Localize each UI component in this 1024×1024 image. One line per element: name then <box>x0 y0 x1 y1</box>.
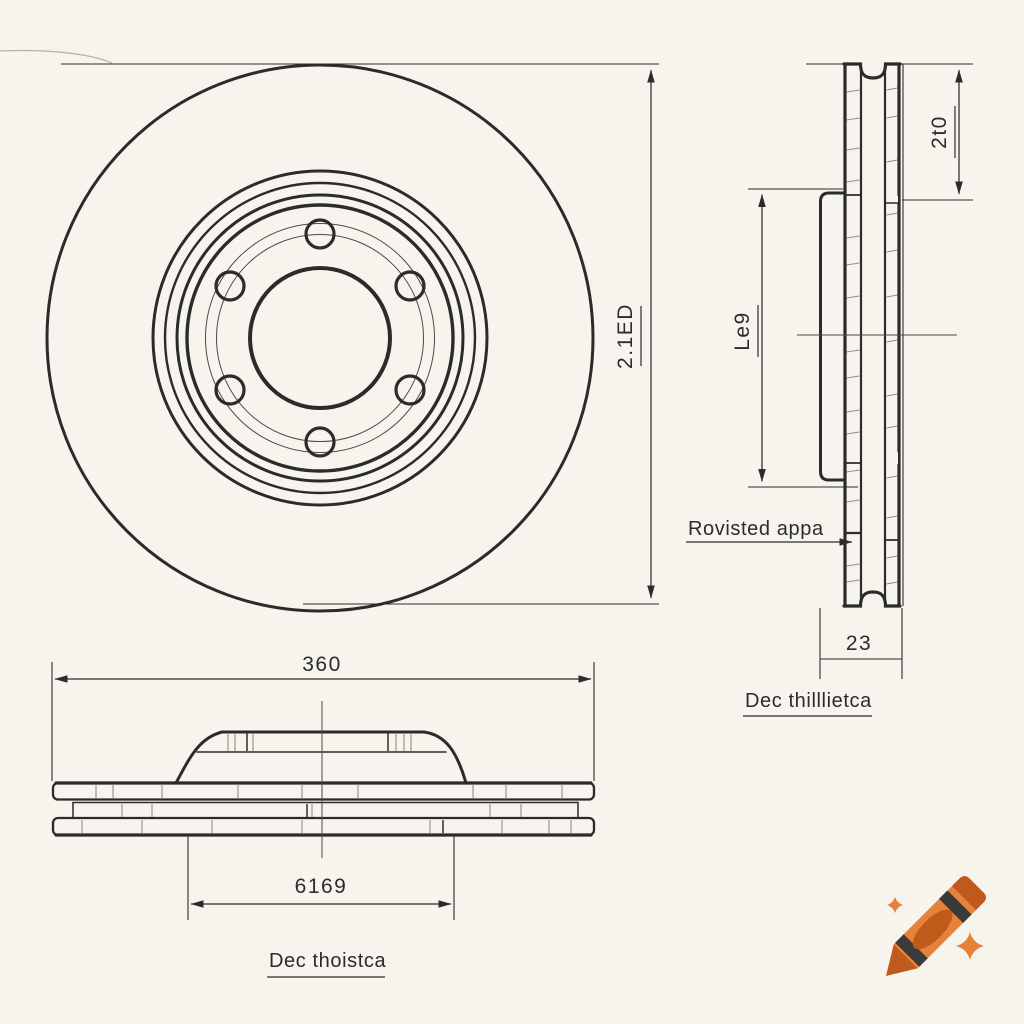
plate-break <box>886 452 898 464</box>
side-top-dim-label: 2t0 <box>928 115 951 149</box>
bolt-holes <box>214 218 426 458</box>
bottom-view: 360 6169 Dec thoistca <box>51 653 596 978</box>
section-bottom-edge <box>842 590 902 608</box>
disc-outer-edge <box>45 63 595 613</box>
hub-ring-3 <box>175 193 465 483</box>
crayon-stripe <box>895 934 928 967</box>
bottom-width-dim-label: 360 <box>302 653 342 676</box>
plate-break <box>846 536 860 554</box>
bottom-inner-dim-label: 6169 <box>295 875 348 898</box>
crayon-tip <box>886 944 918 976</box>
bolt-hole <box>394 270 426 302</box>
side-thickness-dim-label: 23 <box>846 632 872 655</box>
bolt-pattern-circle <box>216 234 424 442</box>
crayon-cap <box>951 875 987 911</box>
crayon-label-oval <box>912 909 953 950</box>
side-height-dim-label: Le9 <box>731 311 754 351</box>
center-bore <box>248 266 392 410</box>
hatch-marks <box>846 87 898 585</box>
front-view: 2.1ED <box>45 63 659 613</box>
hat-outline <box>174 730 468 785</box>
front-diameter-label: 2.1ED <box>614 303 637 369</box>
hub-ring-2 <box>163 181 477 495</box>
bottom-view-caption: Dec thoistca <box>269 950 387 972</box>
bottom-plate <box>51 816 596 837</box>
top-plate <box>51 781 596 801</box>
hub-ring-4 <box>185 203 455 473</box>
crayon-with-sparkles-icon <box>886 875 987 976</box>
hat-profile <box>819 191 847 482</box>
bolt-hole <box>394 374 426 406</box>
bolt-hole <box>214 270 246 302</box>
side-view: 2t0 Le9 Rovisted appa 23 Dec thilllietca <box>686 62 973 717</box>
crayon-stripe <box>939 890 972 923</box>
section-top-edge <box>842 62 902 80</box>
bolt-pattern-outer-circle <box>205 223 435 453</box>
sparkle-icon-small <box>887 897 903 913</box>
plate-break <box>886 196 898 203</box>
hub-ring-1 <box>151 169 489 507</box>
stray-sketch-line <box>0 49 113 64</box>
side-view-caption: Dec thilllietca <box>745 690 872 712</box>
hat-hatch-marks <box>227 733 412 751</box>
bolt-hole <box>304 426 336 458</box>
bolt-hole <box>304 218 336 250</box>
plate-hatch-marks <box>81 785 572 833</box>
bolt-hole <box>214 374 246 406</box>
plate-joint-lines <box>843 194 900 541</box>
sparkle-icon-large <box>956 932 984 960</box>
callout-text: Rovisted appa <box>688 518 824 540</box>
vent-band <box>72 801 579 819</box>
